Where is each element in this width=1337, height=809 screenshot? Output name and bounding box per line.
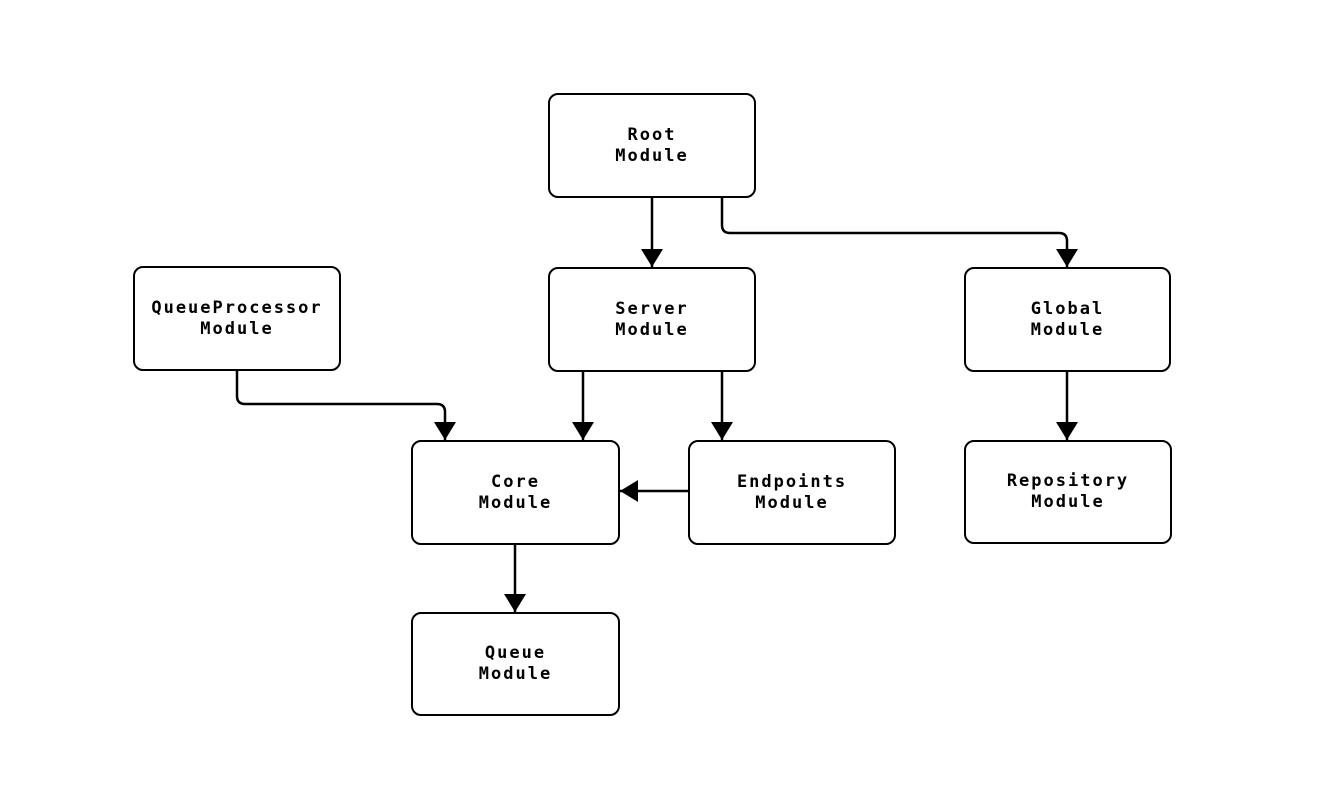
node-core: Core Module [411, 440, 620, 545]
node-endpoints: Endpoints Module [688, 440, 896, 545]
edge-queueprocessor-to-core [235, 371, 456, 440]
node-root: Root Module [548, 93, 756, 198]
node-repository: Repository Module [964, 440, 1172, 544]
node-label-queue: Queue Module [478, 643, 553, 684]
node-label-endpoints: Endpoints Module [736, 471, 848, 513]
node-label-repository: Repository Module [1006, 471, 1130, 512]
node-label-core: Core Module [478, 471, 553, 513]
node-server: Server Module [548, 267, 756, 372]
node-label-server: Server Module [615, 298, 689, 340]
node-label-queueprocessor: QueueProcessor Module [151, 297, 323, 339]
edge-group [235, 198, 1078, 612]
node-queue: Queue Module [411, 612, 620, 716]
node-label-global: Global Module [1030, 298, 1105, 340]
node-label-root: Root Module [615, 124, 689, 166]
node-queueprocessor: QueueProcessor Module [133, 266, 341, 371]
edge-root-to-global [720, 198, 1078, 267]
node-global: Global Module [964, 267, 1171, 372]
